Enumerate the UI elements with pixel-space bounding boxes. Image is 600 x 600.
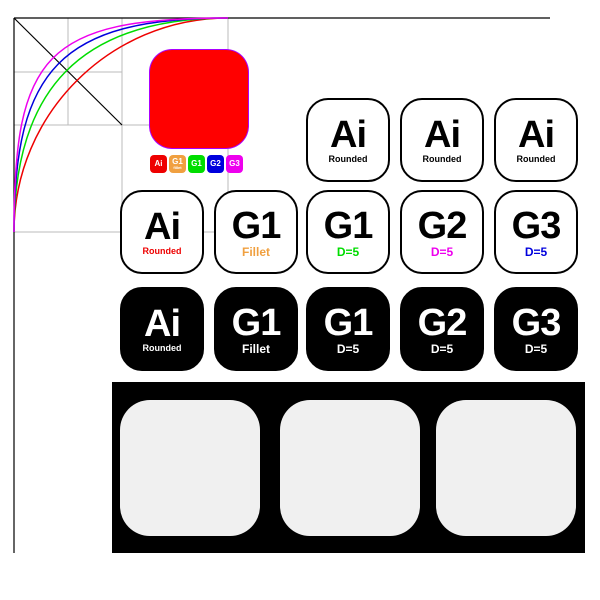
legend-badge: Ai — [150, 155, 167, 173]
tile-sample — [280, 400, 420, 536]
icon-title: G1 — [231, 301, 282, 344]
icon-subtitle: Fillet — [241, 341, 270, 356]
legend-badge-label: Ai — [154, 159, 163, 168]
icon-subtitle: Rounded — [328, 154, 368, 164]
diagonal — [13, 17, 123, 126]
icon-title: Ai — [424, 114, 461, 156]
tile-sample — [436, 400, 576, 536]
legend-badge-label: G2 — [210, 159, 221, 168]
icon-title: G2 — [417, 301, 468, 344]
legend-badge-label: G1 — [172, 157, 183, 166]
icon-subtitle: D=5 — [336, 244, 360, 259]
icon-subtitle: D=5 — [430, 244, 454, 259]
icon-title: Ai — [330, 114, 367, 156]
icon-title: G1 — [231, 204, 282, 247]
legend-badge-label: G1 — [191, 159, 202, 168]
icon-title: G3 — [511, 204, 562, 247]
icon-title: Ai — [144, 206, 181, 248]
tile-sample — [120, 400, 260, 536]
curve-g1 — [13, 17, 229, 233]
tile-panel — [112, 382, 585, 553]
icon-title: G1 — [323, 204, 374, 247]
legend-badge: G3 — [226, 155, 243, 173]
icon-subtitle: D=5 — [430, 341, 454, 356]
icon-subtitle: D=5 — [336, 341, 360, 356]
curve-g2 — [13, 17, 229, 233]
icon-title: Ai — [518, 114, 555, 156]
icon-title: G3 — [511, 301, 562, 344]
icon-subtitle: Rounded — [142, 343, 182, 353]
icon-subtitle: Rounded — [516, 154, 556, 164]
legend-badge-label: G3 — [229, 159, 240, 168]
curve-ai — [13, 17, 229, 233]
icon-subtitle: Rounded — [142, 246, 182, 256]
icon-title: G2 — [417, 204, 468, 247]
icon-subtitle: Fillet — [241, 244, 270, 259]
curve-g3 — [13, 17, 229, 233]
icon-subtitle: D=5 — [524, 244, 548, 259]
legend-badge-sub: fillet — [173, 165, 182, 170]
icon-title: G1 — [323, 301, 374, 344]
icon-title: Ai — [144, 303, 181, 345]
legend-badge: G2 — [207, 155, 224, 173]
icon-subtitle: D=5 — [524, 341, 548, 356]
overlay-shape-sample — [150, 50, 248, 148]
legend-badge: G1 — [188, 155, 205, 173]
icon-subtitle: Rounded — [422, 154, 462, 164]
